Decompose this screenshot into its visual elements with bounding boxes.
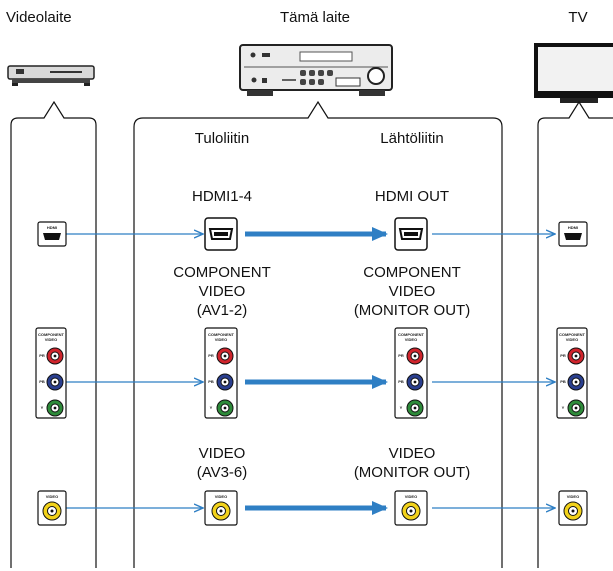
video-input-label-line1: VIDEO <box>199 445 246 462</box>
receiver-panel <box>133 100 503 568</box>
component-jack-output: COMPONENT VIDEO PR PB Y <box>394 327 428 419</box>
svg-text:COMPONENT: COMPONENT <box>38 332 65 337</box>
disc-player-icon <box>7 65 95 86</box>
tv-panel <box>537 100 613 568</box>
component-output-label-line1: COMPONENT <box>363 264 461 281</box>
video-jack-input: VIDEO <box>204 490 238 526</box>
tv-icon <box>534 43 613 103</box>
svg-text:Y: Y <box>400 405 403 410</box>
svg-text:PR: PR <box>208 353 214 358</box>
hdmi-output-label: HDMI OUT <box>375 188 449 205</box>
source-panel <box>10 100 97 568</box>
svg-text:COMPONENT: COMPONENT <box>559 332 586 337</box>
svg-text:VIDEO: VIDEO <box>405 337 417 342</box>
video-output-label-line2: (MONITOR OUT) <box>354 464 470 481</box>
svg-text:COMPONENT: COMPONENT <box>208 332 235 337</box>
av-receiver-icon <box>239 44 393 96</box>
svg-text:VIDEO: VIDEO <box>566 337 578 342</box>
svg-text:VIDEO: VIDEO <box>46 494 58 499</box>
svg-text:PB: PB <box>560 379 566 384</box>
svg-text:COMPONENT: COMPONENT <box>398 332 425 337</box>
input-terminal-header: Tuloliitin <box>195 130 249 147</box>
video-jack-output: VIDEO <box>394 490 428 526</box>
svg-text:PB: PB <box>39 379 45 384</box>
svg-text:VIDEO: VIDEO <box>45 337 57 342</box>
video-jack-source: VIDEO <box>37 490 67 526</box>
component-input-label-line2: VIDEO <box>199 283 246 300</box>
svg-text:VIDEO: VIDEO <box>567 494 579 499</box>
svg-text:PR: PR <box>560 353 566 358</box>
receiver-device-title: Tämä laite <box>280 9 350 26</box>
component-input-label-line3: (AV1-2) <box>197 302 248 319</box>
component-output-label-line3: (MONITOR OUT) <box>354 302 470 319</box>
video-input-label-line2: (AV3-6) <box>197 464 248 481</box>
hdmi-input-label: HDMI1-4 <box>192 188 252 205</box>
output-terminal-header: Lähtöliitin <box>380 130 443 147</box>
component-jack-input: COMPONENT VIDEO PR PB Y <box>204 327 238 419</box>
tv-device-title: TV <box>568 9 587 26</box>
svg-text:PB: PB <box>208 379 214 384</box>
svg-text:PR: PR <box>39 353 45 358</box>
source-device-title: Videolaite <box>6 9 72 26</box>
component-output-label-line2: VIDEO <box>389 283 436 300</box>
component-input-label-line1: COMPONENT <box>173 264 271 281</box>
svg-text:HDMI: HDMI <box>568 225 578 230</box>
svg-text:Y: Y <box>210 405 213 410</box>
hdmi-jack-input <box>204 217 238 251</box>
svg-text:Y: Y <box>41 405 44 410</box>
component-jack-source: COMPONENT VIDEO PR PB Y <box>35 327 67 419</box>
svg-text:HDMI: HDMI <box>47 225 57 230</box>
component-jack-tv: COMPONENT VIDEO PR PB Y <box>556 327 588 419</box>
hdmi-jack-output <box>394 217 428 251</box>
svg-text:VIDEO: VIDEO <box>215 337 227 342</box>
svg-text:VIDEO: VIDEO <box>405 494 417 499</box>
hdmi-jack-tv: HDMI <box>558 221 588 247</box>
hdmi-jack-source: HDMI <box>37 221 67 247</box>
svg-text:VIDEO: VIDEO <box>215 494 227 499</box>
svg-text:PR: PR <box>398 353 404 358</box>
video-jack-tv: VIDEO <box>558 490 588 526</box>
svg-text:PB: PB <box>398 379 404 384</box>
svg-text:Y: Y <box>562 405 565 410</box>
video-output-label-line1: VIDEO <box>389 445 436 462</box>
